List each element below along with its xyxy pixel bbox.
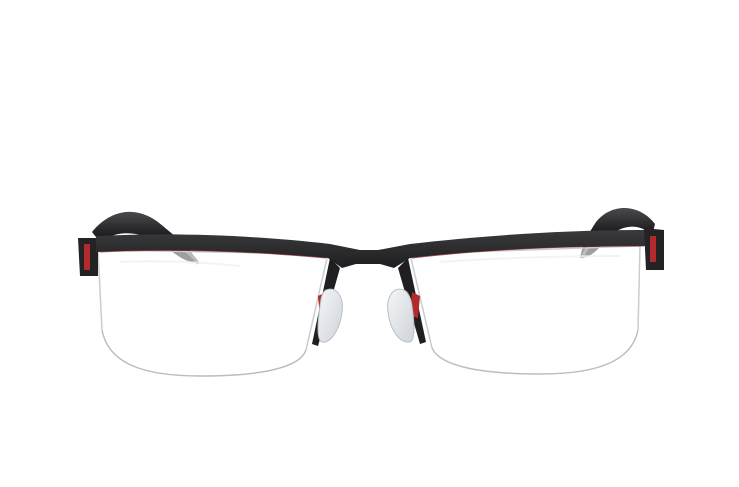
left-lens (97, 249, 329, 377)
frame-top-bar (78, 228, 664, 276)
nose-pads (317, 288, 415, 343)
right-lens (409, 245, 641, 375)
